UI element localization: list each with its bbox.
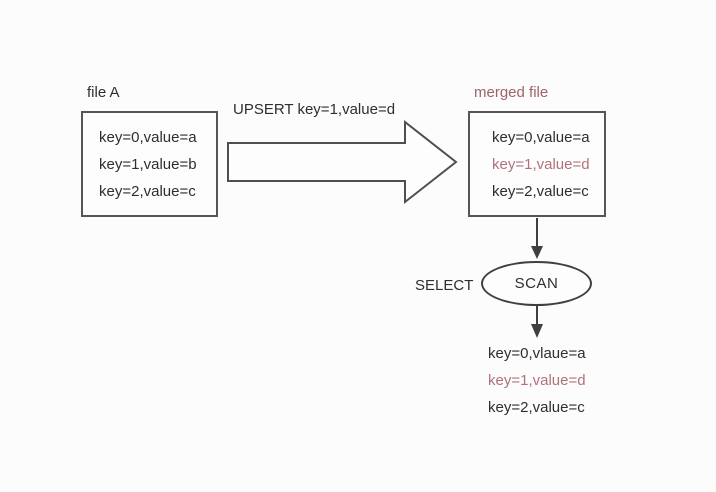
upsert-label: UPSERT key=1,value=d — [233, 101, 396, 118]
merged-file-row-highlighted: key=1,value=d — [492, 155, 590, 173]
merged-file-row: key=2,value=c — [492, 182, 589, 200]
scan-node: SCAN — [481, 261, 592, 306]
file-a-row: key=1,value=b — [99, 155, 197, 173]
file-a-row: key=0,value=a — [99, 128, 197, 146]
merged-file-label: merged file — [474, 84, 549, 101]
select-label: SELECT — [415, 277, 474, 294]
merged-file-box: key=0,value=a key=1,value=d key=2,value=… — [468, 111, 606, 217]
merged-to-scan-down-arrow-icon — [531, 218, 543, 259]
file-a-label: file A — [87, 84, 120, 101]
merged-file-row: key=0,value=a — [492, 128, 590, 146]
scan-result-list: key=0,vlaue=a key=1,value=d key=2,value=… — [488, 346, 586, 415]
scan-label: SCAN — [514, 275, 559, 292]
upsert-right-block-arrow-icon — [227, 119, 458, 205]
result-row: key=2,value=c — [488, 399, 585, 416]
result-row: key=0,vlaue=a — [488, 345, 586, 362]
file-a-box: key=0,value=a key=1,value=b key=2,value=… — [81, 111, 218, 217]
scan-to-result-down-arrow-icon — [531, 306, 543, 338]
file-a-row: key=2,value=c — [99, 182, 196, 200]
result-row-highlighted: key=1,value=d — [488, 372, 586, 389]
